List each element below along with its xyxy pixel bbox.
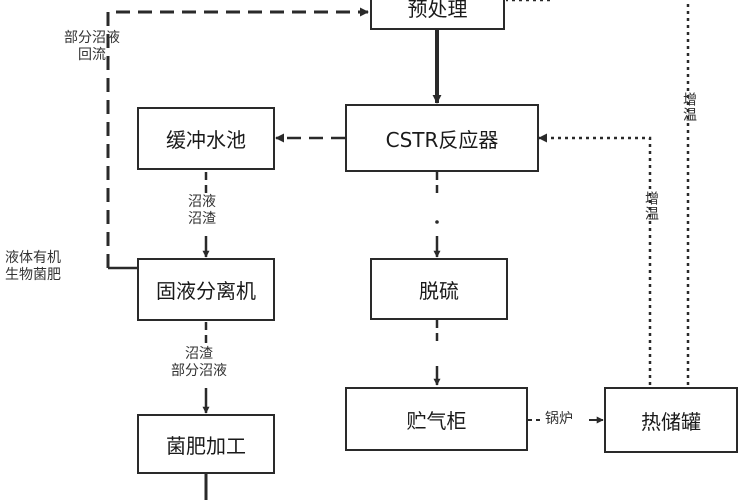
edge-reflux-loop bbox=[106, 7, 369, 268]
node-buffer-pool-label: 缓冲水池 bbox=[166, 128, 246, 152]
label-reflux-line1: 部分沼液 bbox=[64, 30, 120, 46]
node-buffer-pool: 缓冲水池 bbox=[137, 107, 275, 170]
node-fertilizer-processing: 菌肥加工 bbox=[137, 414, 275, 474]
label-liquid-fertilizer: 液体有机 生物菌肥 bbox=[5, 250, 61, 284]
label-liquid-fertilizer-line2: 生物菌肥 bbox=[5, 267, 61, 283]
node-pretreatment-label: 预处理 bbox=[407, 0, 468, 21]
node-pretreatment: 预处理 bbox=[370, 0, 505, 30]
node-separator-label: 固液分离机 bbox=[156, 279, 256, 303]
label-reflux: 部分沼液 回流 bbox=[64, 30, 120, 64]
node-fertilizer-processing-label: 菌肥加工 bbox=[166, 433, 246, 458]
label-boiler: 锅炉 bbox=[545, 411, 573, 428]
label-heating-outer-text: 增温 bbox=[681, 92, 697, 122]
edge-dot bbox=[435, 220, 439, 224]
node-cstr-label: CSTR反应器 bbox=[385, 127, 499, 152]
label-heating-inner: 增温 bbox=[643, 191, 659, 221]
label-heating-inner-text: 增温 bbox=[643, 191, 659, 221]
node-cstr: CSTR反应器 bbox=[345, 104, 539, 172]
node-gas-holder-label: 贮气柜 bbox=[406, 408, 467, 433]
label-partial-slurry: 部分沼液 bbox=[171, 363, 227, 379]
label-separator-to-processing: 沼渣 部分沼液 bbox=[171, 346, 227, 380]
label-heating-outer: 增温 bbox=[681, 92, 697, 122]
edge-tank-heating-to-cstr bbox=[538, 133, 652, 385]
label-biogas-residue: 沼渣 bbox=[188, 211, 216, 227]
label-boiler-text: 锅炉 bbox=[545, 411, 573, 427]
label-biogas-slurry: 沼液 bbox=[188, 194, 216, 210]
label-reflux-line2: 回流 bbox=[78, 47, 106, 63]
node-separator: 固液分离机 bbox=[137, 258, 275, 321]
label-residue: 沼渣 bbox=[185, 346, 213, 362]
label-liquid-fertilizer-line1: 液体有机 bbox=[5, 250, 61, 266]
label-buffer-to-separator: 沼液 沼渣 bbox=[188, 194, 216, 228]
node-desulfurization: 脱硫 bbox=[370, 258, 508, 320]
node-desulfurization-label: 脱硫 bbox=[419, 278, 459, 303]
node-heat-storage-tank-label: 热储罐 bbox=[641, 409, 701, 434]
node-heat-storage-tank: 热储罐 bbox=[604, 387, 738, 453]
node-gas-holder: 贮气柜 bbox=[345, 387, 528, 451]
